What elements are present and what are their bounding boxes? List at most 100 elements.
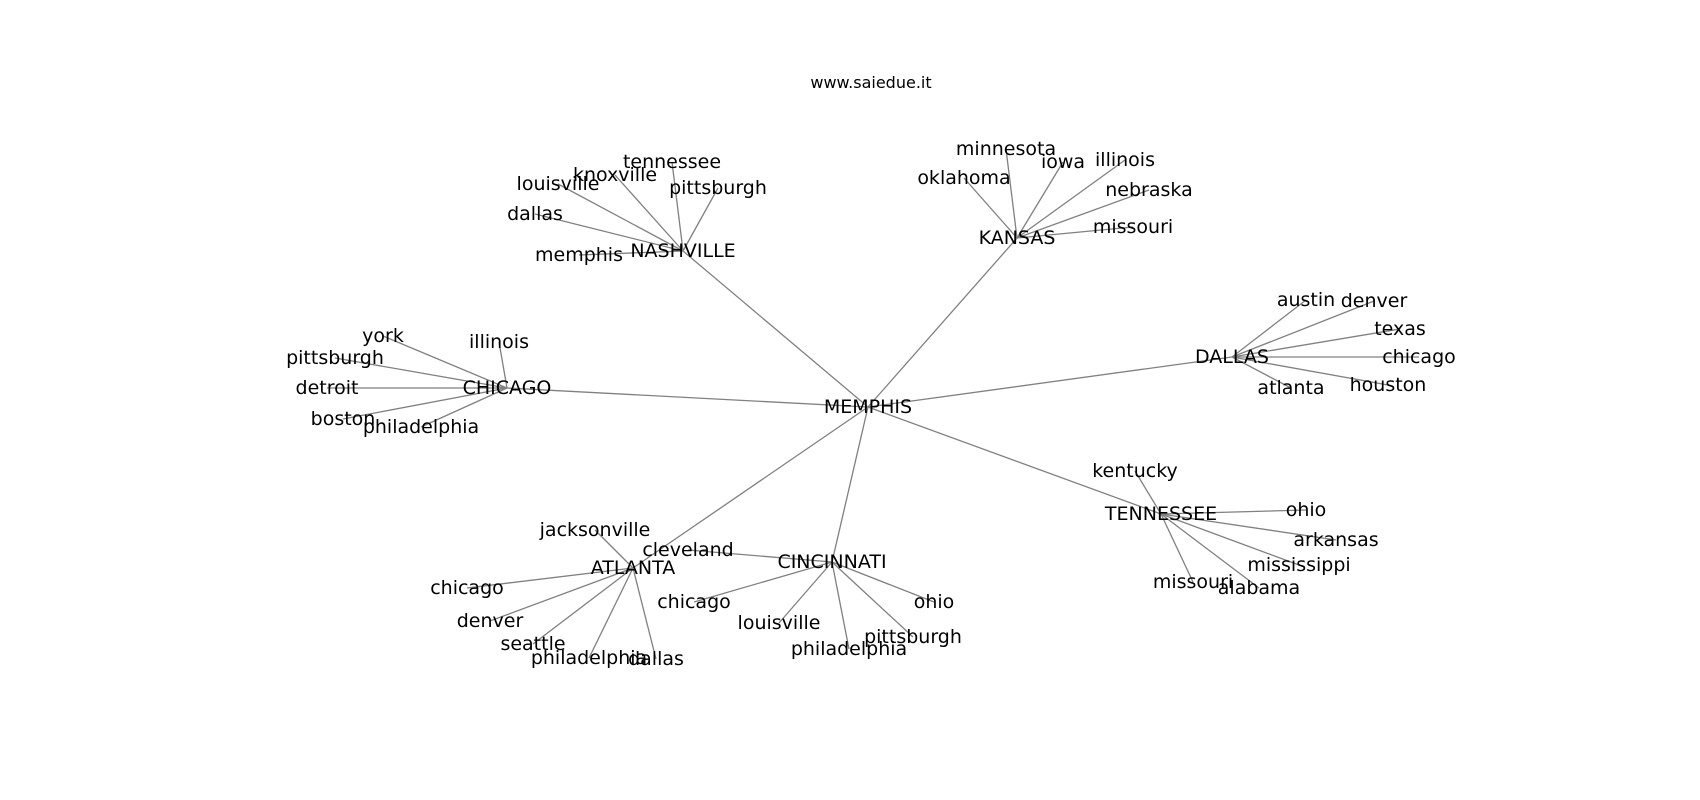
edge-hub-leaf [693,561,833,603]
edge-root-hub [506,387,869,408]
leaf-node-label: chicago [430,577,504,599]
leaf-node-label: boston [311,408,376,430]
hub-node-label: ATLANTA [591,557,676,579]
edge-hub-leaf [588,567,634,659]
edge-hub-leaf [831,561,850,650]
leaf-node-label: illinois [1095,149,1155,171]
site-title: www.saiedue.it [810,73,931,92]
leaf-node-label: chicago [657,591,731,613]
edge-hub-leaf [831,561,914,638]
leaf-node-label: missouri [1093,216,1173,238]
edge-hub-leaf [489,567,634,622]
edge-hub-leaf [632,567,657,660]
hub-node-label: NASHVILLE [630,240,735,262]
leaf-node-label: denver [1341,290,1408,312]
leaf-node-label: louisville [738,612,821,634]
edge-hub-leaf [1160,513,1194,583]
leaf-node-label: nebraska [1105,179,1192,201]
leaf-node-label: texas [1374,318,1426,340]
edge-hub-leaf [1160,513,1300,566]
leaf-node-label: alabama [1218,577,1300,599]
edge-hub-leaf [1016,161,1064,239]
edge-hub-leaf [420,387,508,428]
edge-hub-leaf [498,341,508,389]
edge-hub-leaf [1160,513,1337,541]
hub-node-label: KANSAS [979,227,1056,249]
edge-hub-leaf [963,177,1018,239]
leaf-node-label: houston [1350,374,1427,396]
edge-root-hub [632,406,869,569]
leaf-node-label: chicago [1382,346,1456,368]
leaf-node-label: austin [1277,289,1335,311]
leaf-node-label: cleveland [642,539,733,561]
edge-hub-leaf [1016,226,1134,239]
leaf-node-label: knoxville [573,164,657,186]
edge-hub-leaf [1016,159,1126,239]
edge-hub-leaf [578,250,684,256]
edge-hub-leaf [614,174,684,252]
leaf-node-label: philadelphia [791,638,907,660]
edge-hub-leaf [1231,300,1375,358]
leaf-node-label: philadelphia [531,647,647,669]
edge-hub-leaf [532,567,634,645]
leaf-node-label: missouri [1153,571,1233,593]
leaf-node-label: minnesota [956,138,1056,160]
edge-hub-leaf [682,187,719,252]
hub-node-label: DALLAS [1195,346,1269,368]
edge-root-hub [682,250,869,408]
edge-root-hub [867,356,1233,408]
graph-edges [327,148,1419,660]
edge-hub-leaf [1160,509,1307,515]
edge-hub-leaf [1134,470,1162,515]
leaf-node-label: jacksonville [539,519,651,541]
leaf-node-label: detroit [296,377,359,399]
edge-hub-leaf [671,161,684,252]
leaf-node-label: iowa [1041,151,1085,173]
edge-root-hub [831,406,869,563]
leaf-node-label: illinois [469,331,529,353]
leaf-node-label: louisville [517,173,600,195]
leaf-node-label: memphis [535,244,623,266]
root-node-label: MEMPHIS [824,396,912,418]
edge-hub-leaf [557,183,684,252]
edge-hub-leaf [342,387,508,420]
edge-hub-leaf [1231,356,1389,386]
leaf-node-label: kentucky [1092,460,1178,482]
edge-root-hub [867,237,1018,408]
leaf-node-label: dallas [507,203,563,225]
hub-node-label: CINCINNATI [777,551,886,573]
edge-hub-leaf [831,561,935,603]
edge-root-hub [867,406,1162,515]
hub-node-label: TENNESSEE [1104,503,1217,525]
leaf-node-label: mississippi [1247,554,1350,576]
edge-hub-leaf [382,335,508,389]
edge-hub-leaf [334,357,508,389]
leaf-node-label: pittsburgh [286,347,384,369]
edge-hub-leaf [1231,356,1292,389]
edge-hub-leaf [778,561,833,624]
edge-hub-leaf [594,529,634,569]
leaf-node-label: ohio [914,591,955,613]
leaf-node-label: philadelphia [363,416,479,438]
hub-node-label: CHICAGO [463,377,552,399]
leaf-node-label: atlanta [1257,377,1324,399]
leaf-node-label: dallas [628,648,684,670]
edge-hub-leaf [534,213,684,252]
leaf-node-label: ohio [1286,499,1327,521]
edge-hub-leaf [466,567,634,589]
edge-hub-leaf [1160,513,1260,589]
edge-hub-leaf [1005,148,1018,239]
leaf-node-label: seattle [500,633,565,655]
leaf-node-label: denver [457,610,524,632]
leaf-node-label: tennessee [623,151,721,173]
leaf-node-label: pittsburgh [864,626,962,648]
edge-hub-leaf [1231,299,1307,358]
edge-hub-leaf [1016,189,1150,239]
leaf-node-label: arkansas [1293,529,1378,551]
leaf-node-label: york [362,325,404,347]
leaf-node-label: pittsburgh [669,177,767,199]
leaf-node-label: oklahoma [917,167,1010,189]
